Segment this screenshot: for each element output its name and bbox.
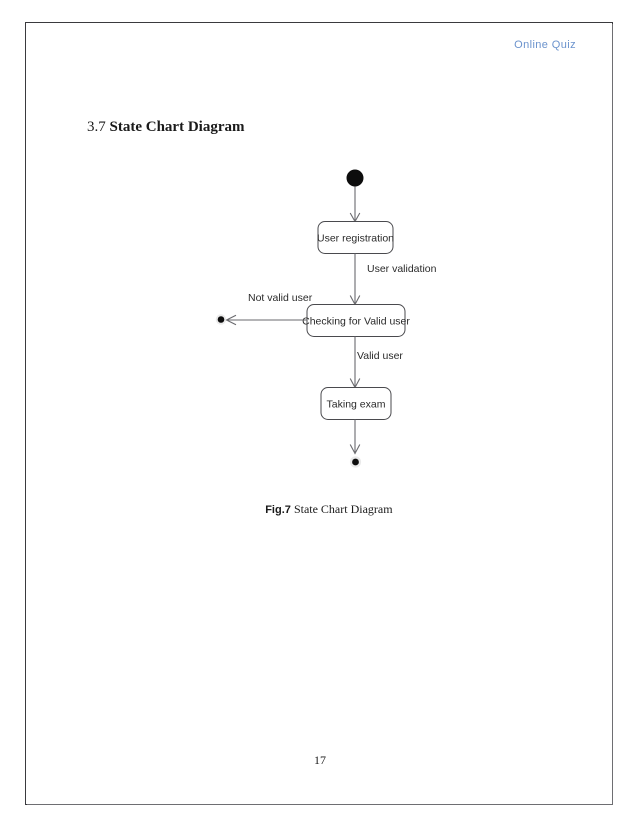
edge-label-not-valid-user: Not valid user: [248, 292, 313, 304]
figure-caption-number: Fig.7: [265, 504, 294, 516]
section-number: 3.7: [87, 119, 110, 135]
section-heading: 3.7 State Chart Diagram: [72, 102, 244, 153]
final-state-invalid-node: [217, 316, 225, 323]
state-taking-exam-label: Taking exam: [327, 399, 386, 411]
page-number: 17: [314, 753, 326, 767]
initial-state-node: [346, 169, 364, 187]
edge-label-user-validation: User validation: [367, 263, 437, 275]
page-frame: Online Quiz 3.7 State Chart Diagram User…: [25, 22, 613, 805]
state-taking-exam[interactable]: [320, 387, 392, 420]
running-header: Online Quiz: [514, 39, 576, 51]
state-checking-for-valid-user-label: Checking for Valid user: [302, 316, 410, 328]
figure-caption-title: State Chart Diagram: [293, 502, 393, 516]
final-state-valid-node: [352, 458, 359, 466]
arrow-head-exam-to-final: [349, 444, 361, 455]
section-title: State Chart Diagram: [109, 119, 245, 135]
state-chart-diagram: User registration User validation Checki…: [26, 23, 614, 806]
edge-label-valid-user: Valid user: [357, 350, 403, 362]
arrow-head-checking-to-final-invalid: [225, 314, 237, 326]
state-user-registration-label: User registration: [317, 233, 394, 245]
figure-caption: Fig.7 State Chart Diagram: [26, 482, 614, 536]
